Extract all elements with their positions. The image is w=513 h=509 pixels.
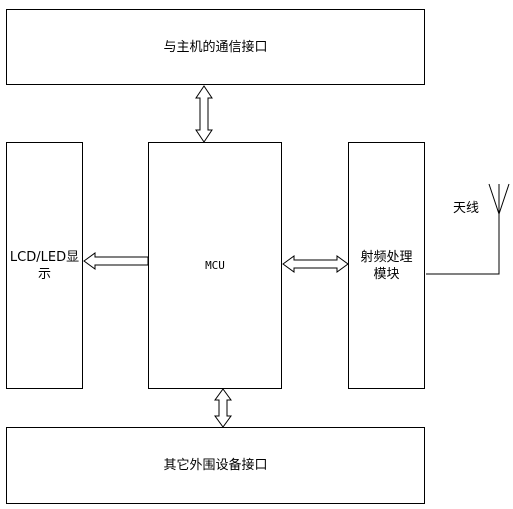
lcd-led-display-block: LCD/LED显示 (6, 142, 83, 389)
mcu-label: MCU (205, 259, 225, 272)
host-mcu-double-arrow (195, 85, 213, 143)
mcu-peripheral-double-arrow (214, 388, 232, 428)
mcu-block: MCU (148, 142, 282, 389)
peripheral-device-interface-block: 其它外围设备接口 (6, 427, 425, 504)
mcu-to-lcd-arrow (83, 252, 149, 270)
host-communication-interface-label: 与主机的通信接口 (163, 39, 268, 55)
peripheral-device-interface-label: 其它外围设备接口 (163, 458, 268, 473)
antenna-icon (426, 183, 510, 275)
mcu-rf-double-arrow (282, 255, 349, 273)
rf-processing-module-label: 射频处理模块 (360, 249, 413, 282)
rf-processing-module-block: 射频处理模块 (348, 142, 425, 389)
lcd-led-display-label: LCD/LED显示 (9, 249, 80, 282)
antenna-label: 天线 (453, 201, 480, 216)
host-communication-interface-block: 与主机的通信接口 (6, 9, 425, 85)
